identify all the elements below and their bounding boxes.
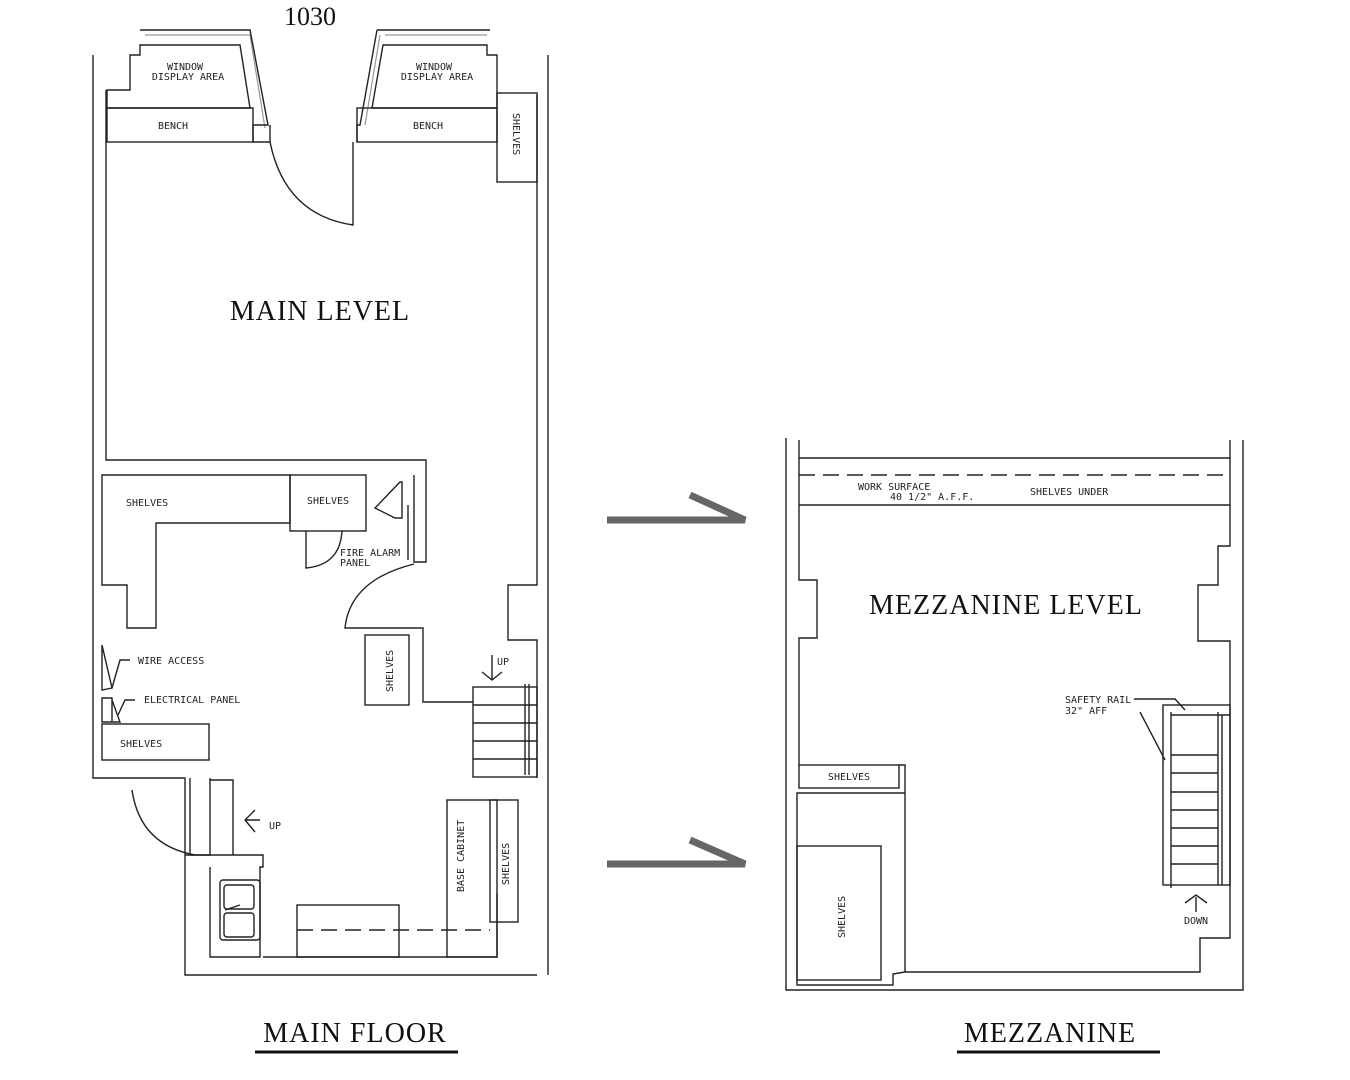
main-floor-plan: WINDOW DISPLAY AREA BENCH WINDOW DISPLAY… (92, 29, 549, 976)
window-left-label-1: WINDOW (167, 62, 204, 73)
fire-alarm-panel (373, 481, 409, 560)
plan-number: 1030 (284, 2, 336, 31)
shelves-rear-label: SHELVES (501, 843, 512, 885)
bench-left-label: BENCH (158, 121, 188, 132)
entry-door-swing (269, 141, 354, 226)
right-arrow-icon-lower (607, 836, 747, 868)
main-partition-wall (105, 90, 427, 563)
stair-up-arrow-icon (481, 655, 503, 681)
work-surface-label-1: WORK SURFACE (858, 482, 930, 493)
mezz-shelves-top (798, 764, 900, 789)
mezz-shelves-tall (796, 845, 882, 981)
shelves-back-left-label: SHELVES (126, 498, 168, 509)
mezz-inner-wall-right (905, 440, 1231, 973)
main-inner-wall-right (507, 95, 538, 778)
stair-down-label: DOWN (1184, 916, 1208, 927)
electrical-panel-label: ELECTRICAL PANEL (144, 695, 240, 706)
safety-rail-leader (1134, 698, 1186, 761)
leader-lines (111, 659, 135, 716)
mezz-outer-wall (785, 438, 1244, 991)
electrical-equipment (101, 644, 121, 723)
mezz-shelves-top-label: SHELVES (828, 772, 870, 783)
window-right-label-1: WINDOW (416, 62, 453, 73)
mezzanine-level-label: MEZZANINE LEVEL (869, 590, 1143, 621)
main-level-label: MAIN LEVEL (230, 296, 410, 327)
base-cabinet-label: BASE CABINET (456, 820, 467, 892)
closet-shelves-label: SHELVES (307, 496, 349, 507)
sink-basin-icon (223, 884, 255, 910)
back-door-swing (344, 563, 473, 703)
rear-up-arrow-icon (244, 809, 260, 833)
window-right-label-2: DISPLAY AREA (401, 72, 473, 83)
mezz-inner-wall-left (798, 440, 818, 765)
fire-alarm-label-2: PANEL (340, 558, 370, 569)
shelves-lower-left-label: SHELVES (120, 739, 162, 750)
base-cabinet (446, 799, 498, 958)
mezz-shelves-tall-label: SHELVES (837, 896, 848, 938)
main-outer-wall-left (92, 55, 537, 976)
safety-rail-label-2: 32" AFF (1065, 706, 1107, 717)
mezzanine-title: MEZZANINE (964, 1018, 1136, 1049)
rear-up-label: UP (269, 821, 281, 832)
mezz-stairs: DOWN (1162, 704, 1231, 927)
main-floor-title: MAIN FLOOR (263, 1018, 446, 1049)
shelves-rear (489, 799, 519, 923)
stair-up-label: UP (497, 657, 509, 668)
safety-rail-label-1: SAFETY RAIL (1065, 695, 1131, 706)
shelves-front-label: SHELVES (510, 113, 521, 155)
bench-right-label: BENCH (413, 121, 443, 132)
closet-door-swing (305, 530, 343, 569)
mezzanine-plan: WORK SURFACE 40 1/2" A.F.F. SHELVES UNDE… (785, 438, 1244, 991)
rear-appliance (296, 904, 400, 958)
rear-counter (263, 893, 498, 958)
bench-left (106, 107, 254, 143)
wire-access-label: WIRE ACCESS (138, 656, 204, 667)
window-display-left: WINDOW DISPLAY AREA (106, 29, 271, 143)
rear-door-swing (131, 778, 234, 856)
mezz-storage-outline (796, 764, 906, 986)
shelves-front (496, 92, 538, 183)
main-stairs: UP (472, 655, 538, 778)
right-arrow-icon-upper (607, 491, 747, 524)
shelves-under-label: SHELVES UNDER (1030, 487, 1109, 498)
sink-counter (185, 854, 264, 958)
closet-shelves (289, 474, 367, 532)
window-left-label-2: DISPLAY AREA (152, 72, 224, 83)
shelves-mid-label: SHELVES (385, 650, 396, 692)
shelves-lower-left (101, 723, 210, 761)
stair-down-arrow-icon (1184, 894, 1208, 912)
shelves-mid (364, 634, 410, 706)
work-surface-label-2: 40 1/2" A.F.F. (890, 492, 974, 503)
fire-alarm-label-1: FIRE ALARM (340, 548, 400, 559)
